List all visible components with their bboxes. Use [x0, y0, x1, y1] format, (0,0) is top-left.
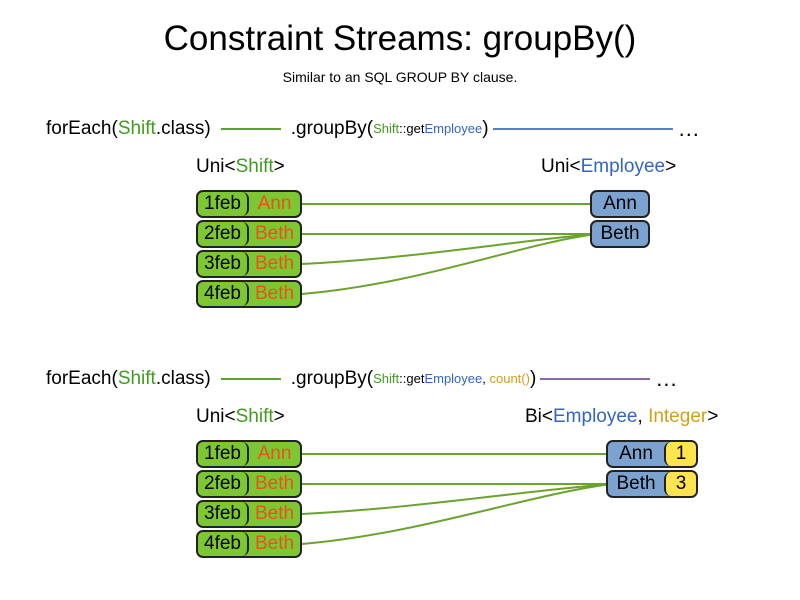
group-row[interactable]: Beth [590, 220, 650, 248]
shift-row[interactable]: 3feb Beth [196, 500, 302, 528]
shift-row[interactable]: 2feb Beth [196, 470, 302, 498]
right-type-suffix: > [665, 156, 677, 177]
group-employee: Beth [600, 223, 640, 244]
shift-row[interactable]: 4feb Beth [196, 530, 302, 558]
group-row[interactable]: Ann 1 [606, 440, 698, 468]
left-type-generic: Shift [235, 156, 274, 177]
left-type-prefix: Uni< [196, 156, 236, 177]
shift-row[interactable]: 1feb Ann [196, 440, 302, 468]
ellipsis: ... [678, 116, 700, 141]
right-type-suffix: > [707, 406, 719, 427]
group-employee: Beth [616, 473, 656, 494]
right-type-label-2: Bi<Employee, Integer> [525, 405, 718, 429]
connector-line-blue [492, 128, 673, 130]
shift-employee: Beth [254, 223, 295, 244]
groupby-open: .groupBy( [290, 368, 374, 389]
foreach-close: .class) [155, 368, 211, 389]
shift-date: 2feb [198, 472, 249, 496]
shift-row[interactable]: 4feb Beth [196, 280, 302, 308]
foreach-open: forEach( [46, 118, 118, 139]
shift-date: 3feb [198, 502, 249, 526]
left-type-generic: Shift [235, 406, 274, 427]
right-type-label-1: Uni<Employee> [541, 155, 676, 179]
group-employee: Ann [603, 193, 637, 214]
connector-line-purple [540, 378, 651, 380]
groupby-close: ) [529, 368, 537, 389]
groupby-open: .groupBy( [290, 118, 374, 139]
shift-employee: Beth [254, 533, 295, 554]
mapper-property: Employee [424, 121, 483, 136]
shift-employee: Ann [257, 193, 292, 214]
groupby-close: ) [482, 118, 489, 139]
left-type-label-1: Uni<Shift> [196, 155, 285, 179]
foreach-type: Shift [117, 368, 156, 389]
right-type-prefix: Bi< [525, 406, 553, 427]
page-title: Constraint Streams: groupBy() [163, 19, 637, 58]
connector-line-green [220, 128, 281, 130]
left-type-label-2: Uni<Shift> [196, 405, 285, 429]
group-employee: Ann [619, 443, 653, 464]
code-line-groupby-count: forEach( Shift .class) .groupBy( Shift :… [46, 366, 678, 392]
mapper-owner: Shift [373, 371, 400, 386]
mapper-separator: ::get [399, 121, 425, 136]
shift-date: 3feb [198, 252, 249, 276]
foreach-type: Shift [117, 118, 156, 139]
shift-employee: Beth [254, 473, 295, 494]
connector-line-green [220, 378, 281, 380]
mapper-separator: ::get [399, 371, 425, 386]
collector: count() [489, 371, 530, 386]
group-count: 1 [664, 442, 696, 466]
right-type-generic: Employee [553, 406, 638, 427]
shift-date: 2feb [198, 222, 249, 246]
mapper-property: Employee [424, 371, 483, 386]
shift-employee: Beth [254, 503, 295, 524]
right-type-prefix: Uni< [541, 156, 581, 177]
shift-date: 4feb [198, 532, 249, 556]
shift-employee: Ann [257, 443, 292, 464]
group-count: 3 [664, 472, 696, 496]
right-type-generic: Employee [580, 156, 666, 177]
shift-row[interactable]: 2feb Beth [196, 220, 302, 248]
mapper-owner: Shift [373, 121, 400, 136]
foreach-close: .class) [155, 118, 211, 139]
left-type-suffix: > [273, 406, 285, 427]
code-line-groupby-single: forEach( Shift .class) .groupBy( Shift :… [46, 116, 700, 142]
left-type-prefix: Uni< [196, 406, 236, 427]
right-type-generic2: Integer [648, 406, 708, 427]
shift-date: 4feb [198, 282, 249, 306]
page-subtitle: Similar to an SQL GROUP BY clause. [282, 69, 518, 85]
group-row[interactable]: Beth 3 [606, 470, 698, 498]
shift-row[interactable]: 1feb Ann [196, 190, 302, 218]
collector-separator: , [482, 371, 490, 386]
left-type-suffix: > [273, 156, 285, 177]
ellipsis: ... [656, 366, 678, 391]
shift-employee: Beth [254, 283, 295, 304]
group-row[interactable]: Ann [590, 190, 650, 218]
shift-date: 1feb [198, 192, 249, 216]
right-type-separator: , [637, 406, 649, 427]
shift-date: 1feb [198, 442, 249, 466]
shift-employee: Beth [254, 253, 295, 274]
shift-row[interactable]: 3feb Beth [196, 250, 302, 278]
foreach-open: forEach( [46, 368, 118, 389]
